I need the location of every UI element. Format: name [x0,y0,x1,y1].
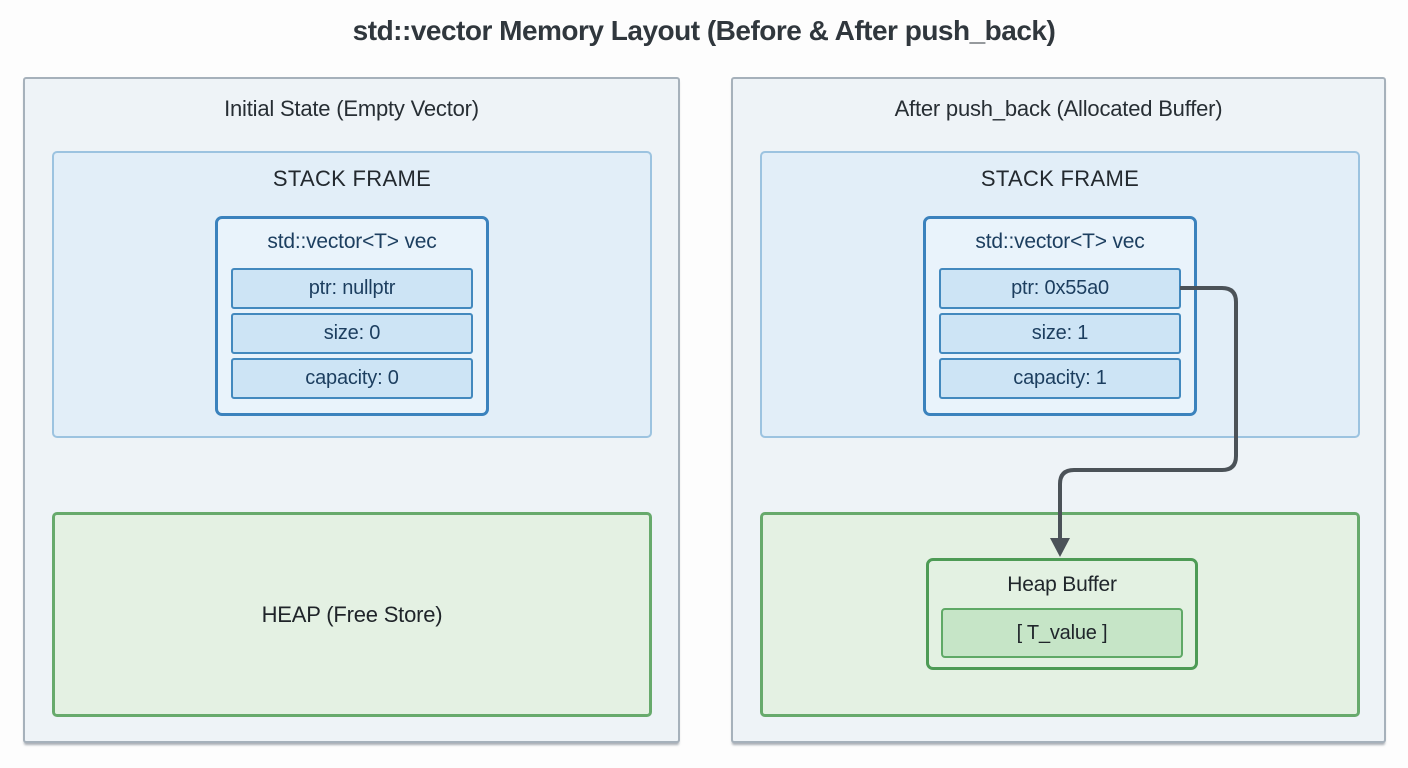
member-row-capacity: capacity: 1 [939,358,1181,399]
member-row-ptr: ptr: nullptr [231,268,473,309]
panel-after-push-back-header: After push_back (Allocated Buffer) [894,96,1223,121]
diagram-title: std::vector Memory Layout (Before & Afte… [352,15,1056,46]
vector-member-rows: ptr: nullptr size: 0 capacity: 0 [231,268,473,399]
vector-object-title: std::vector<T> vec [975,230,1145,253]
stack-frame-box-left: STACK FRAME std::vector<T> vec ptr: null… [52,151,652,438]
member-row-ptr: ptr: 0x55a0 [939,268,1181,309]
panel-initial-state-header: Initial State (Empty Vector) [224,96,479,121]
heap-region-right: Heap Buffer [ T_value ] [760,512,1360,717]
vector-object-title: std::vector<T> vec [267,230,437,253]
panel-after-push-back: After push_back (Allocated Buffer) STACK… [731,77,1386,743]
member-row-size: size: 1 [939,313,1181,354]
heap-buffer-box: Heap Buffer [ T_value ] [926,558,1198,670]
stack-frame-box-right: STACK FRAME std::vector<T> vec ptr: 0x55… [760,151,1360,438]
vector-member-rows: ptr: 0x55a0 size: 1 capacity: 1 [939,268,1181,399]
heap-buffer-title: Heap Buffer [1007,573,1117,596]
heap-region-left: HEAP (Free Store) [52,512,652,717]
stack-frame-label: STACK FRAME [272,166,432,191]
member-row-size: size: 0 [231,313,473,354]
heap-buffer-element-cell: [ T_value ] [941,608,1183,658]
vector-object-box-right: std::vector<T> vec ptr: 0x55a0 size: 1 c… [923,216,1197,416]
heap-region-label: HEAP (Free Store) [261,601,443,627]
stack-frame-label: STACK FRAME [980,166,1140,191]
panel-initial-state: Initial State (Empty Vector) STACK FRAME… [23,77,680,743]
vector-object-box-left: std::vector<T> vec ptr: nullptr size: 0 … [215,216,489,416]
member-row-capacity: capacity: 0 [231,358,473,399]
